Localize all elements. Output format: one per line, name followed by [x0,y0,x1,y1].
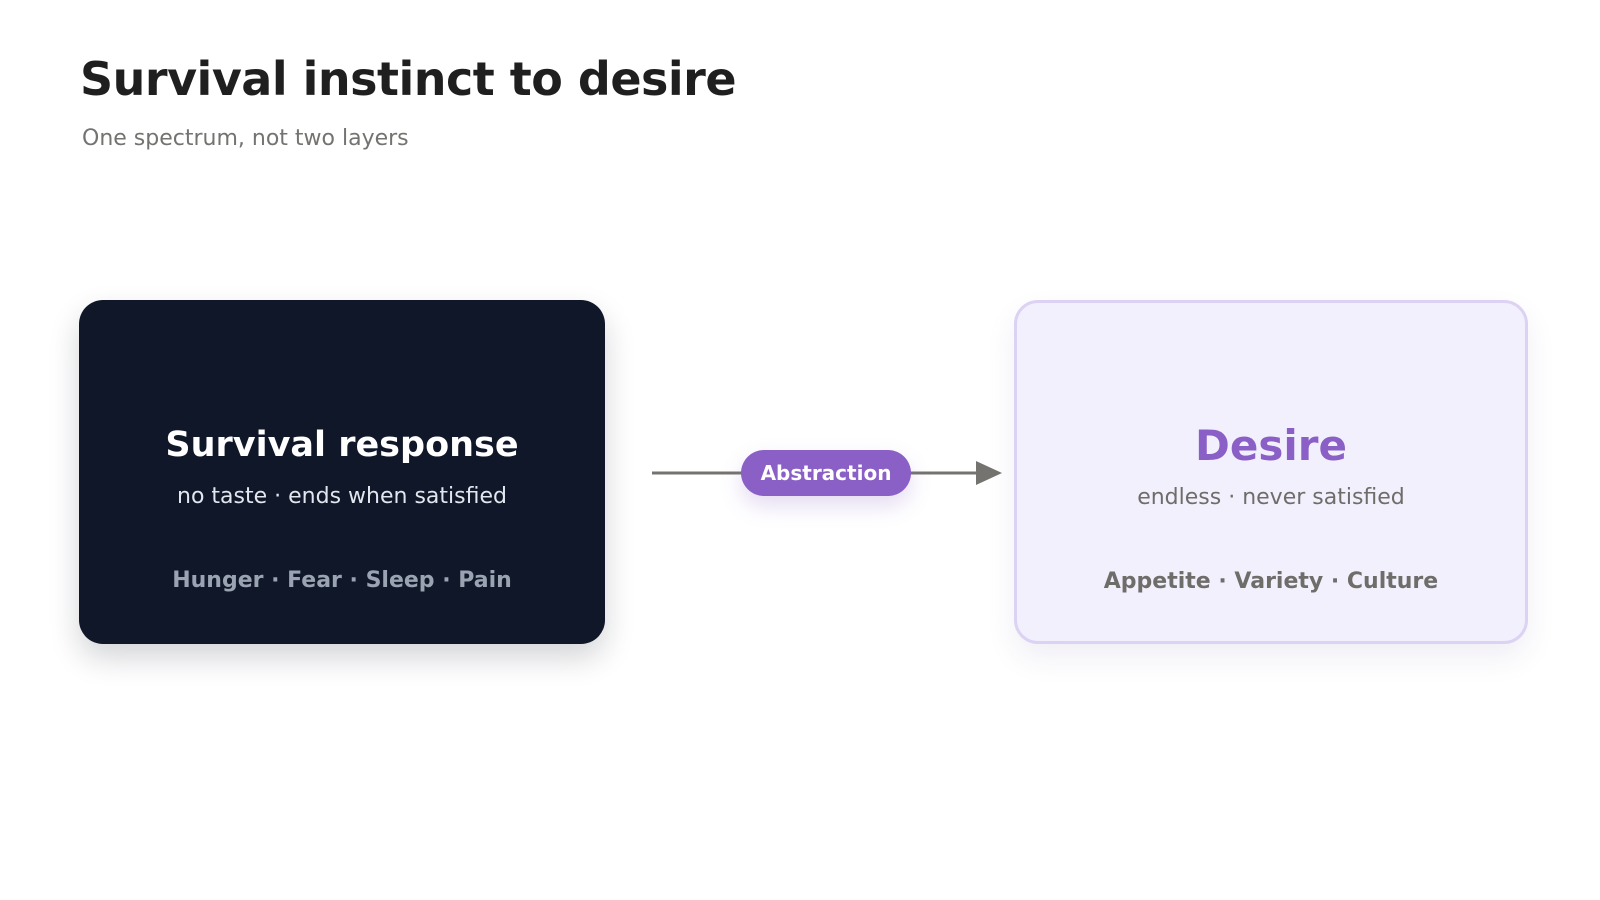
desire-subtitle: endless · never satisfied [1137,485,1405,510]
survival-response-items: Hunger · Fear · Sleep · Pain [172,568,512,593]
page-subtitle: One spectrum, not two layers [82,126,409,151]
desire-items: Appetite · Variety · Culture [1103,569,1439,594]
desire-card: Desire endless · never satisfied Appetit… [1014,300,1528,644]
survival-response-subtitle: no taste · ends when satisfied [177,484,507,509]
page-title: Survival instinct to desire [80,52,737,106]
desire-title: Desire [1195,421,1347,470]
arrow-head [976,461,1002,485]
abstraction-label: Abstraction [741,450,911,496]
survival-response-title: Survival response [165,425,519,465]
survival-response-card: Survival response no taste · ends when s… [79,300,605,644]
